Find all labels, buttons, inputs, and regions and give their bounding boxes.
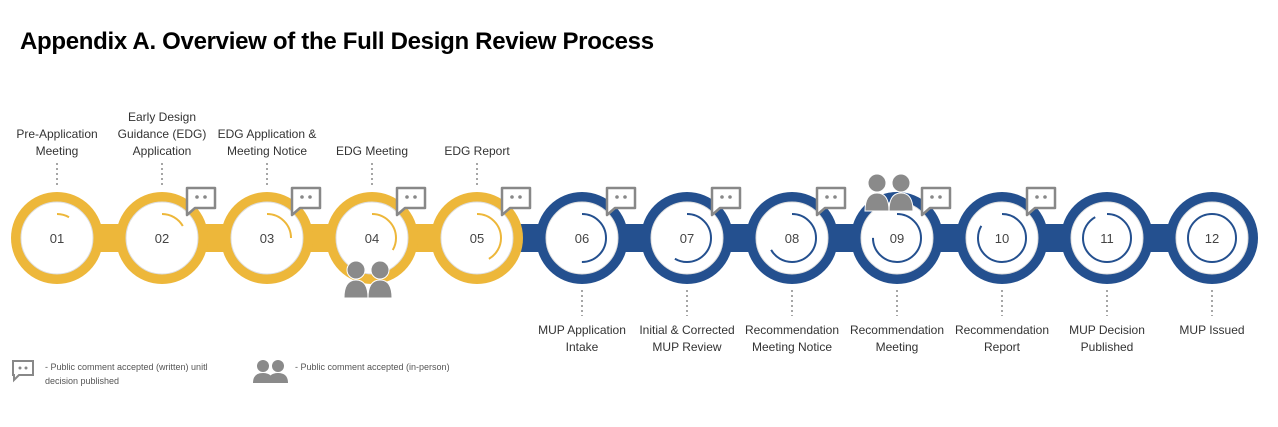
step-11: 11 (1061, 192, 1153, 316)
step-label: Recommendation Meeting Notice (744, 323, 840, 354)
step-number: 09 (890, 231, 904, 246)
progress-arc (872, 213, 922, 263)
step-label: EDG Meeting (335, 144, 409, 158)
step-05: 05 (431, 163, 532, 284)
step-06: 06 (536, 186, 637, 316)
comment-icon (290, 186, 322, 217)
step-number: 07 (680, 231, 694, 246)
step-number: 03 (260, 231, 274, 246)
step-02: 02 (116, 163, 217, 284)
step-number: 12 (1205, 231, 1219, 246)
comment-icon (815, 186, 847, 217)
progress-arc (137, 213, 187, 263)
legend-written: - Public comment accepted (written) unit… (45, 362, 208, 386)
progress-arc (1187, 213, 1237, 263)
progress-arc (347, 213, 397, 263)
legend-people-icon (253, 360, 288, 383)
progress-arc (1082, 213, 1132, 263)
comment-icon (500, 186, 532, 217)
progress-arc (977, 213, 1027, 263)
step-01: 01 (11, 163, 103, 284)
step-label: MUP Issued (1179, 323, 1245, 337)
step-disc (755, 201, 829, 275)
step-label: Recommendation Meeting (849, 323, 945, 354)
step-03: 03 (221, 163, 322, 284)
step-number: 01 (50, 231, 64, 246)
progress-arc (452, 213, 502, 263)
step-label: Recommendation Report (954, 323, 1050, 354)
people-icon (343, 260, 393, 299)
step-disc (650, 201, 724, 275)
step-label: EDG Application & Meeting Notice (217, 127, 317, 158)
step-disc (230, 201, 304, 275)
progress-arc (557, 213, 607, 263)
progress-arc (662, 213, 712, 263)
progress-arc (32, 213, 82, 263)
step-10: 10 (956, 186, 1057, 316)
step-label: Early Design Guidance (EDG) Application (117, 110, 207, 158)
step-disc (125, 201, 199, 275)
step-disc (440, 201, 514, 275)
step-number: 08 (785, 231, 799, 246)
comment-icon (710, 186, 742, 217)
step-disc (545, 201, 619, 275)
step-label: MUP Decision Published (1069, 323, 1145, 354)
page-title: Appendix A. Overview of the Full Design … (20, 28, 654, 55)
step-disc (965, 201, 1039, 275)
step-label: MUP Application Intake (538, 323, 626, 354)
step-number: 05 (470, 231, 484, 246)
step-08: 08 (746, 186, 847, 316)
step-number: 10 (995, 231, 1009, 246)
comment-icon (920, 186, 952, 217)
step-number: 11 (1100, 231, 1114, 246)
progress-arc (767, 213, 817, 263)
step-number: 06 (575, 231, 589, 246)
legend-comment-icon (12, 360, 34, 383)
progress-arc (242, 213, 292, 263)
step-label: Pre-Application Meeting (16, 127, 98, 158)
step-disc (20, 201, 94, 275)
comment-icon (185, 186, 217, 217)
step-12: 12 (1166, 192, 1258, 316)
step-number: 02 (155, 231, 169, 246)
step-disc (1175, 201, 1249, 275)
step-09: 09 (851, 173, 952, 316)
step-07: 07 (641, 186, 742, 316)
step-label: Initial & Corrected MUP Review (639, 323, 735, 354)
comment-icon (395, 186, 427, 217)
comment-icon (605, 186, 637, 217)
people-icon (864, 173, 914, 212)
step-disc (1070, 201, 1144, 275)
step-label: EDG Report (444, 144, 510, 158)
legend-inperson: - Public comment accepted (in-person) (295, 362, 450, 372)
comment-icon (1025, 186, 1057, 217)
step-04: 04 (326, 163, 427, 299)
step-number: 04 (365, 231, 379, 246)
